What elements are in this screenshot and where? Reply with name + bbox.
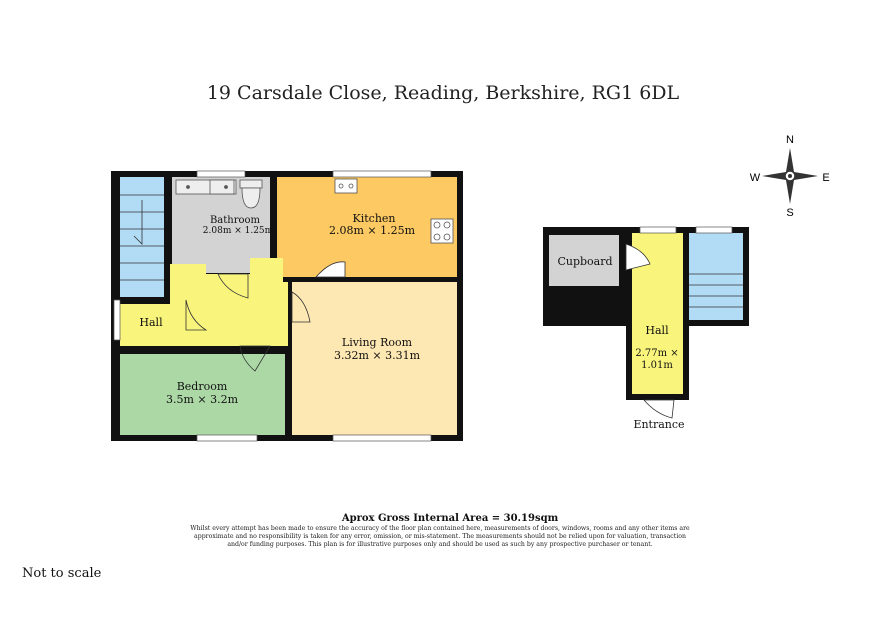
lower-door-swings	[625, 243, 675, 419]
cupboard	[549, 235, 619, 286]
landing	[204, 282, 288, 346]
bathroom-label: Bathroom	[210, 215, 261, 226]
lower-floor-plan	[543, 226, 749, 419]
lower-hall-dims-2: 1.01m	[641, 360, 673, 371]
compass-rose-icon: N E S W	[750, 134, 830, 219]
bedroom-label: Bedroom	[177, 380, 228, 393]
bedroom-dims: 3.5m × 3.2m	[166, 393, 239, 406]
windows	[113, 170, 432, 442]
bathroom-dims: 2.08m × 1.25m	[203, 226, 274, 236]
living-room-dims: 3.32m × 3.31m	[334, 349, 421, 362]
stair-treads	[120, 194, 164, 281]
compass-south: S	[786, 207, 793, 219]
cupboard-label: Cupboard	[557, 255, 612, 268]
lower-windows	[639, 226, 733, 234]
kitchen-dims: 2.08m × 1.25m	[329, 224, 416, 237]
not-to-scale: Not to scale	[22, 566, 102, 581]
disclaimer: Whilst every attempt has been made to en…	[190, 525, 690, 548]
lower-hall-dims-1: 2.77m ×	[635, 348, 678, 359]
compass-north: N	[786, 134, 794, 146]
lower-hall-label: Hall	[645, 324, 669, 337]
compass-west: W	[750, 172, 761, 184]
plan-title: 19 Carsdale Close, Reading, Berkshire, R…	[206, 82, 680, 104]
compass-east: E	[822, 172, 829, 184]
stair-treads-lower	[689, 273, 743, 308]
stairs-lower	[689, 233, 743, 320]
living-room	[292, 282, 457, 435]
gross-area: Aprox Gross Internal Area = 30.19sqm	[341, 513, 559, 524]
main-floor-plan	[111, 170, 463, 442]
bathroom-fixtures	[175, 179, 263, 209]
door-swings	[185, 261, 346, 372]
kitchen	[277, 177, 457, 277]
kitchen-label: Kitchen	[353, 212, 396, 225]
kitchen-fixtures	[334, 178, 454, 244]
entrance-label: Entrance	[633, 418, 684, 431]
living-room-label: Living Room	[342, 336, 413, 349]
hall-label: Hall	[139, 316, 163, 329]
